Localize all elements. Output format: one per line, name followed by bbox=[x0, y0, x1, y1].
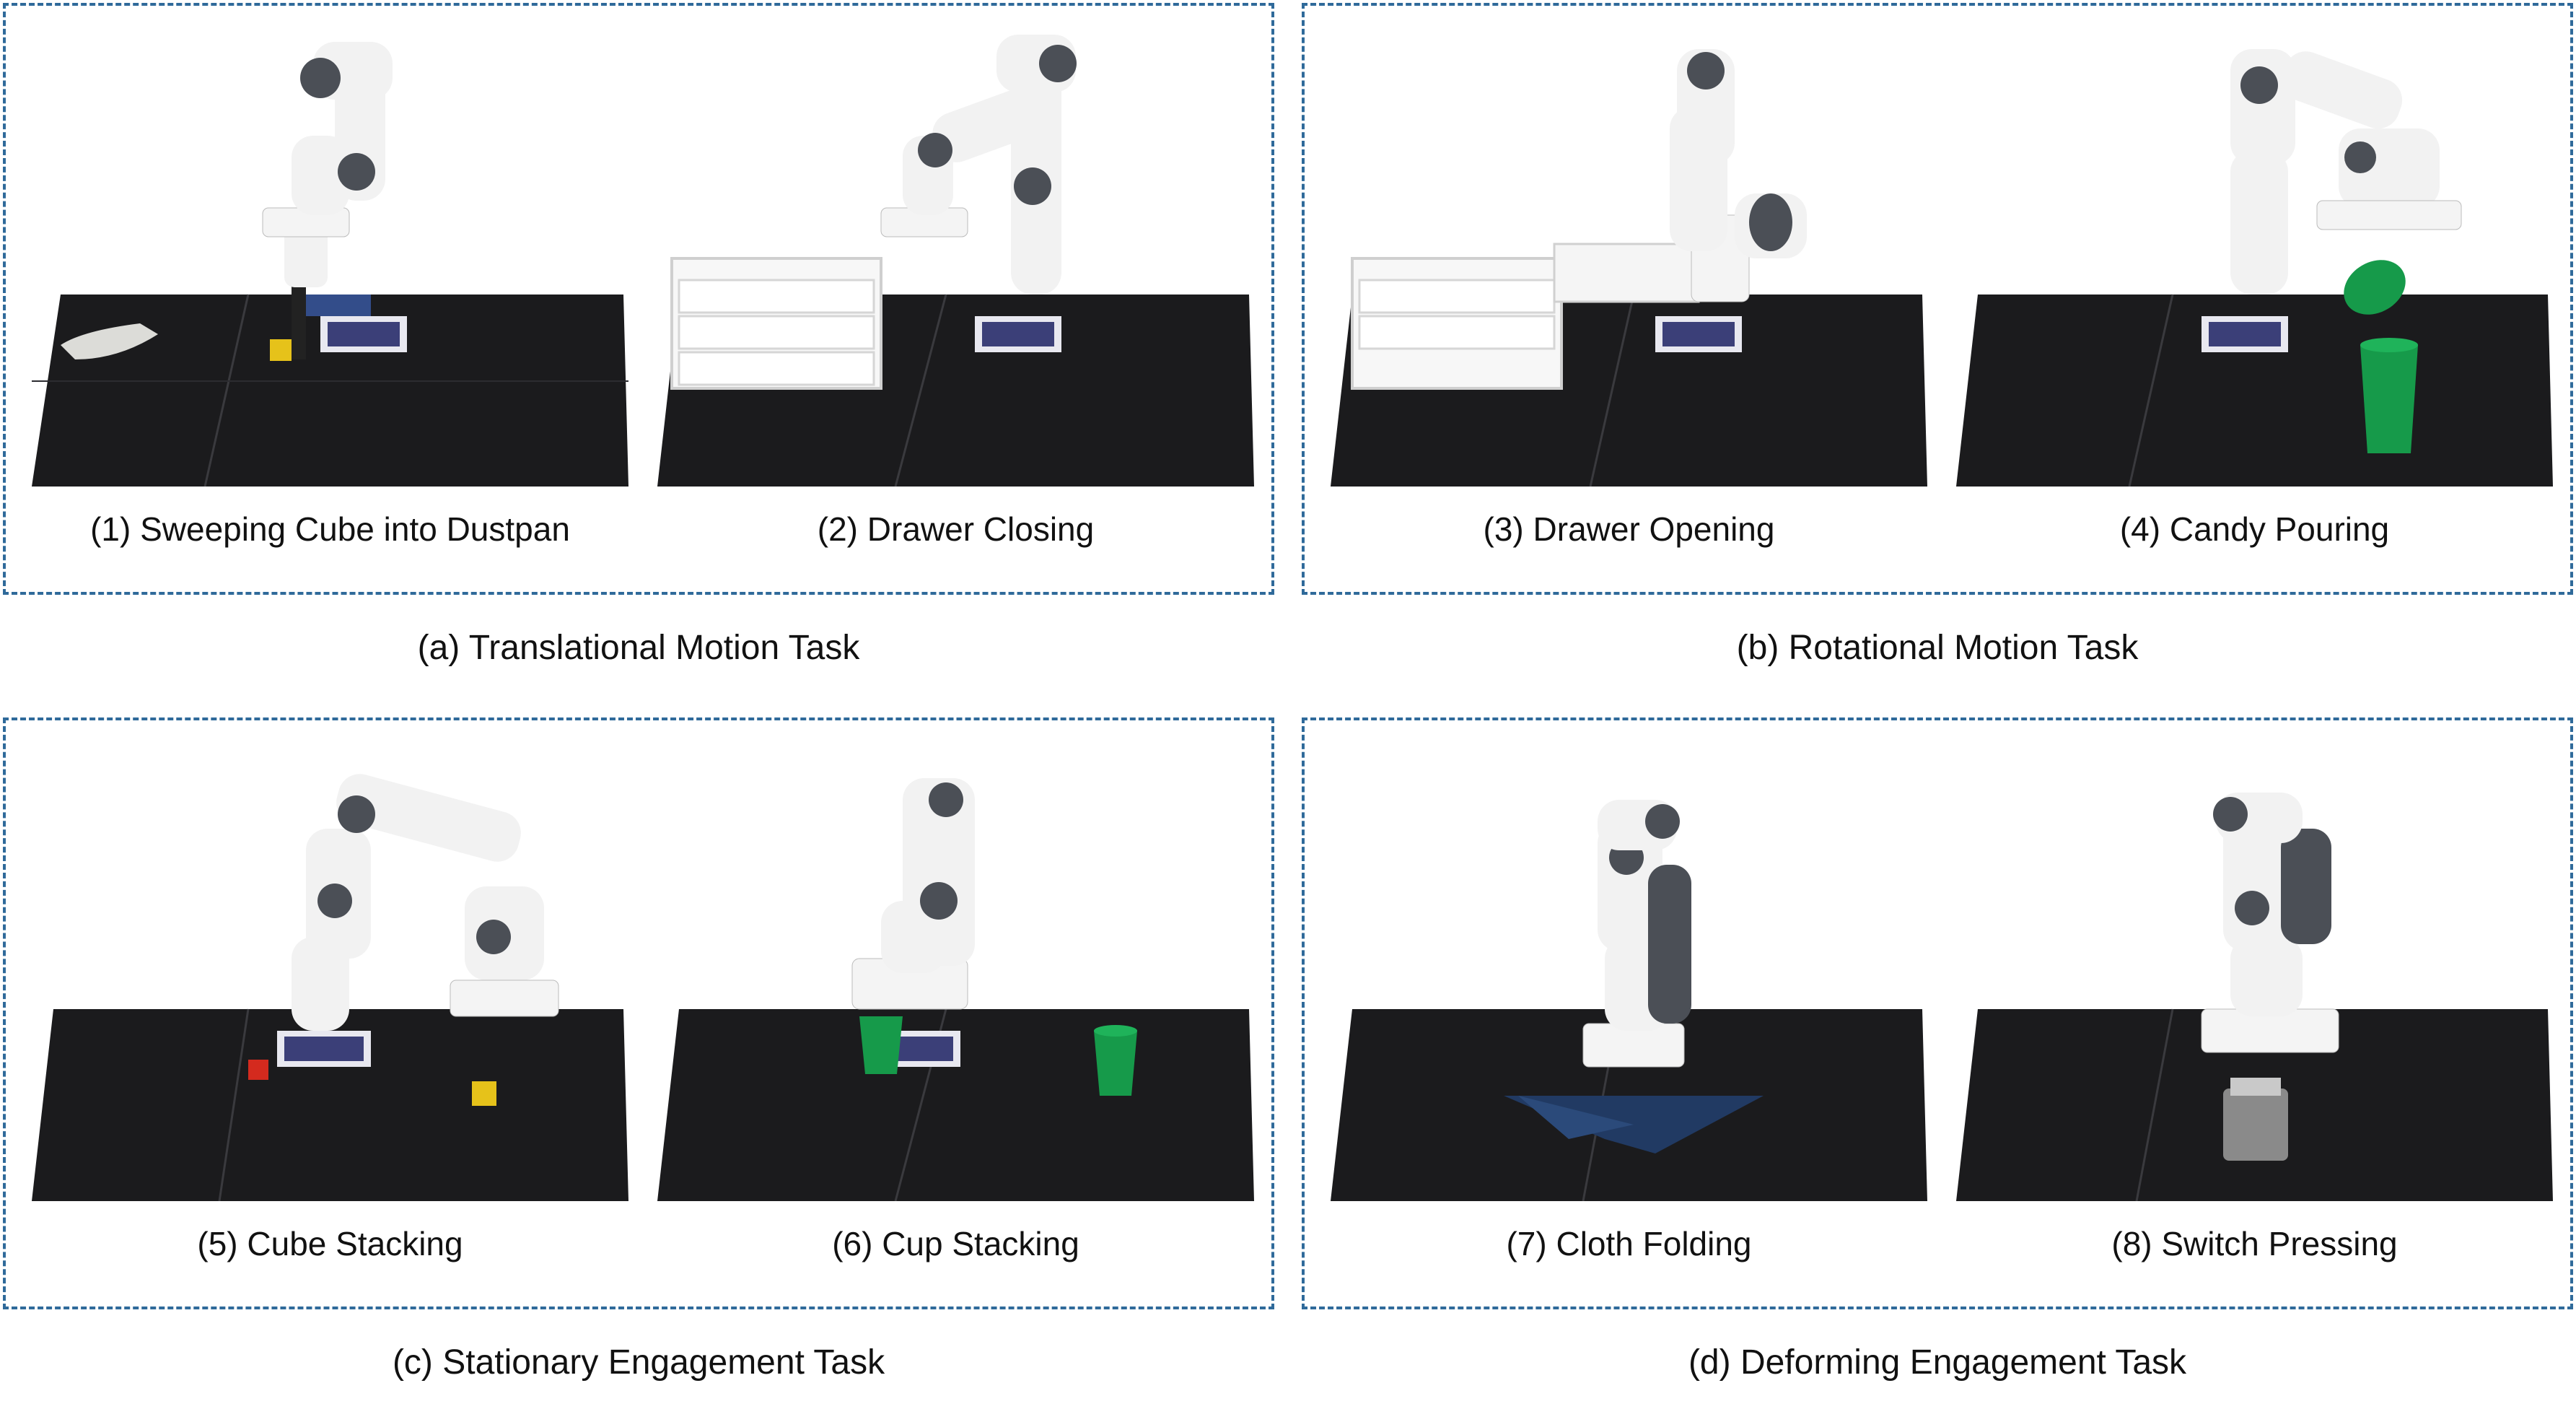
photo-cloth-folding bbox=[1331, 720, 1927, 1201]
photo-drawer-closing bbox=[657, 6, 1254, 487]
photo-sweeping-cube bbox=[32, 6, 628, 487]
caption-rotational-motion-task: (b) Rotational Motion Task bbox=[1736, 629, 2139, 667]
robot-scene-4 bbox=[1956, 49, 2553, 487]
robot-scene-3 bbox=[1331, 49, 1927, 487]
caption-sweeping-cube: (1) Sweeping Cube into Dustpan bbox=[90, 510, 570, 548]
caption-drawer-closing: (2) Drawer Closing bbox=[817, 510, 1095, 548]
photo-cube-stacking bbox=[32, 720, 628, 1201]
photo-switch-pressing bbox=[1956, 720, 2553, 1201]
robot-scene-6 bbox=[657, 778, 1254, 1201]
caption-cup-stacking: (6) Cup Stacking bbox=[832, 1225, 1079, 1262]
caption-candy-pouring: (4) Candy Pouring bbox=[2119, 510, 2390, 548]
photo-candy-pouring bbox=[1956, 6, 2553, 487]
photo-drawer-opening bbox=[1331, 6, 1927, 487]
robot-scene-5 bbox=[32, 774, 628, 1201]
robot-scene-8 bbox=[1956, 793, 2553, 1201]
caption-cube-stacking: (5) Cube Stacking bbox=[197, 1225, 463, 1262]
photo-cup-stacking bbox=[657, 720, 1254, 1201]
group-rotational-motion: (3) Drawer Opening (4) Candy Pouring bbox=[1302, 3, 2573, 595]
group-deforming-engagement: (7) Cloth Folding (8) Switch Pressing bbox=[1302, 717, 2573, 1309]
robot-scene-2 bbox=[657, 35, 1254, 487]
robot-scene-1 bbox=[32, 42, 628, 487]
caption-deforming-engagement-task: (d) Deforming Engagement Task bbox=[1688, 1343, 2187, 1382]
robot-scene-7 bbox=[1331, 800, 1927, 1201]
caption-drawer-opening: (3) Drawer Opening bbox=[1483, 510, 1775, 548]
group-stationary-engagement: (5) Cube Stacking (6) Cup Stacking bbox=[3, 717, 1274, 1309]
caption-switch-pressing: (8) Switch Pressing bbox=[2111, 1225, 2398, 1262]
caption-stationary-engagement-task: (c) Stationary Engagement Task bbox=[392, 1343, 885, 1382]
caption-translational-motion-task: (a) Translational Motion Task bbox=[417, 629, 860, 667]
group-translational-motion: (1) Sweeping Cube into Dustpan (2) Drawe… bbox=[3, 3, 1274, 595]
caption-cloth-folding: (7) Cloth Folding bbox=[1506, 1225, 1752, 1262]
